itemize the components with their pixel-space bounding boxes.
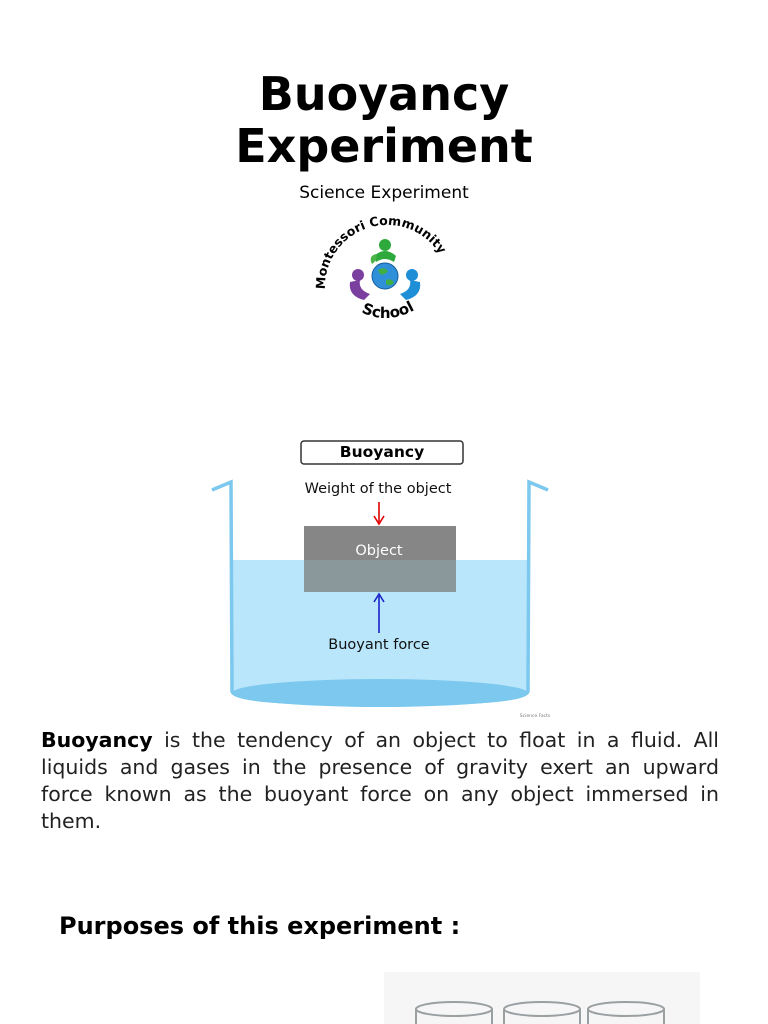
- diagram-credit: Science Facts: [520, 713, 551, 719]
- diagram-title-box: [300, 440, 464, 465]
- globe-people-icon: [349, 239, 421, 300]
- glass-jar-icon: [415, 1001, 493, 1024]
- container-outline: [211, 479, 549, 706]
- title-line-1: Buoyancy: [258, 67, 510, 121]
- page-title: Buoyancy Experiment: [0, 68, 768, 172]
- glass-jar-icon: [503, 1001, 581, 1024]
- definition-term: Buoyancy: [41, 728, 153, 752]
- object-label: Object: [355, 543, 403, 559]
- svg-text:School: School: [360, 297, 417, 322]
- glass-jars-photo: [384, 972, 700, 1024]
- diagram-title: Buoyancy: [340, 443, 424, 461]
- definition-text: is the tendency of an object to float in…: [41, 728, 719, 833]
- container-base: [232, 679, 528, 707]
- subtitle: Science Experiment: [299, 183, 469, 203]
- buoyant-force-arrow: [373, 592, 385, 633]
- buoyancy-diagram: Buoyancy Weight of the object Object Buo…: [211, 440, 551, 719]
- purposes-heading: Purposes of this experiment :: [59, 912, 461, 940]
- school-logo: Montessori Community School: [313, 216, 450, 322]
- buoyancy-definition: Buoyancy is the tendency of an object to…: [41, 727, 719, 835]
- buoyant-force-label: Buoyant force: [328, 637, 430, 653]
- title-line-2: Experiment: [235, 119, 533, 173]
- water: [232, 560, 528, 702]
- weight-label: Weight of the object: [305, 481, 452, 497]
- weight-arrow: [373, 502, 385, 526]
- object-submerged-part: [304, 560, 456, 592]
- glass-jar-icon: [587, 1001, 665, 1024]
